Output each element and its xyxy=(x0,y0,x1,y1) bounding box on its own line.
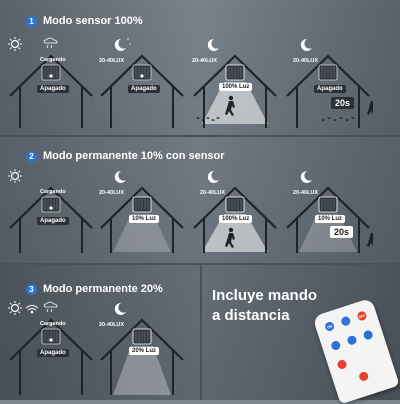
status-label: 100% Luz xyxy=(219,83,253,91)
charging-label: Cargando xyxy=(40,189,66,195)
scene-night-motion: 20-40LUX 100% Luz xyxy=(190,168,280,268)
section-3-header: 3 Modo permanente 20% xyxy=(26,283,163,295)
sun-icon xyxy=(8,169,22,183)
divider xyxy=(200,265,202,400)
charging-label: Cargando xyxy=(40,321,66,327)
remote-button xyxy=(340,315,352,327)
status-label: Apagado xyxy=(37,349,69,357)
lux-label: 20-40LUX xyxy=(293,58,319,64)
status-label: Apagado xyxy=(37,217,69,225)
status-label: Apagado xyxy=(128,85,160,93)
scene-night-dim: 20-40LUX 10% Luz xyxy=(97,168,187,268)
status-label: 10% Luz xyxy=(129,215,160,223)
section-2-header: 2 Modo permanente 10% con sensor xyxy=(26,150,225,162)
section-title: Modo sensor 100% xyxy=(43,15,143,27)
status-label: Apagado xyxy=(37,85,69,93)
lux-label: 20-40LUX xyxy=(99,322,125,328)
moon-icon xyxy=(300,38,312,51)
sun-icon xyxy=(8,301,22,315)
wifi-icon xyxy=(25,305,39,314)
section-number-badge: 2 xyxy=(26,150,37,162)
moon-icon xyxy=(114,170,126,183)
rain-icon xyxy=(43,301,58,313)
section-title: Modo permanente 20% xyxy=(43,283,163,295)
status-label: 10% Luz xyxy=(315,215,346,223)
lux-label: 20-40LUX xyxy=(200,190,226,196)
lux-label: 20-40LUX xyxy=(99,190,125,196)
timer-label: 20s xyxy=(331,97,355,109)
section-1-header: 1 Modo sensor 100% xyxy=(26,15,143,27)
scene-night-timer: 20-40LUX Apagado 20s xyxy=(283,36,373,136)
rain-icon xyxy=(43,37,58,49)
moon-icon xyxy=(114,302,126,315)
scene-night-motion: 20-40LUX 100% Luz xyxy=(190,36,280,136)
remote-button xyxy=(336,358,348,371)
scene-night-dim: 20-40LUX 20% Luz xyxy=(97,300,187,400)
remote-button xyxy=(330,339,342,352)
moon-icon xyxy=(207,170,219,183)
remote-off-button: OFF xyxy=(356,310,368,322)
scene-charging-day: Cargando Apagado xyxy=(6,300,96,400)
moon-icon xyxy=(207,38,219,51)
moon-icon xyxy=(114,38,131,51)
lux-label: 20-40LUX xyxy=(192,58,218,64)
status-label: 20% Luz xyxy=(129,347,160,355)
remote-button xyxy=(362,329,374,341)
person-walking-icon xyxy=(367,233,373,247)
remote-button xyxy=(358,370,370,383)
lux-label: 20-40LUX xyxy=(99,58,125,64)
remote-promo-text: Incluye mando a distancia xyxy=(212,286,317,326)
section-number-badge: 1 xyxy=(26,15,37,27)
divider xyxy=(0,135,400,137)
sun-icon xyxy=(8,37,22,51)
scene-night-timer: 20-40LUX 10% Luz 20s xyxy=(283,168,373,268)
section-number-badge: 3 xyxy=(26,283,37,295)
timer-label: 20s xyxy=(330,226,354,238)
remote-button xyxy=(346,334,358,346)
moon-icon xyxy=(300,170,312,183)
person-walking-icon xyxy=(367,101,373,115)
person-walking-icon xyxy=(225,95,235,116)
status-label: Apagado xyxy=(314,85,346,93)
scene-charging-day: Cargando Apagado xyxy=(6,36,96,136)
divider xyxy=(0,263,400,265)
remote-on-button: ON xyxy=(323,320,336,333)
remote-promo-line1: Incluye mando xyxy=(212,287,318,304)
remote-promo-line2: a distancia xyxy=(212,307,290,324)
scene-charging-day: Cargando Apagado xyxy=(6,168,96,268)
section-title: Modo permanente 10% con sensor xyxy=(43,150,225,162)
scene-night-idle: 20-40LUX Apagado xyxy=(97,36,187,136)
person-walking-icon xyxy=(225,227,235,248)
charging-label: Cargando xyxy=(40,57,66,63)
lux-label: 20-40LUX xyxy=(293,190,319,196)
status-label: 100% Luz xyxy=(219,215,253,223)
